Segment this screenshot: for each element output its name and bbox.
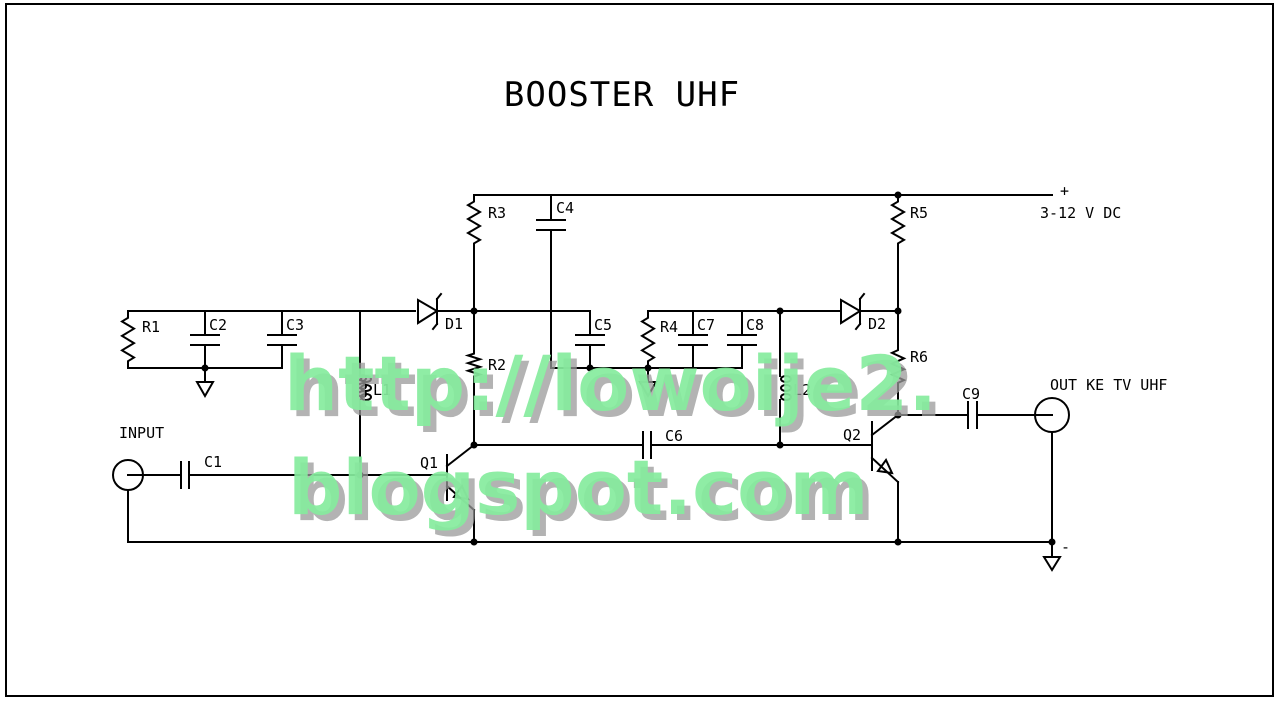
capacitor-c3: C3 bbox=[267, 310, 304, 369]
svg-text:C5: C5 bbox=[594, 316, 612, 334]
svg-text:C2: C2 bbox=[209, 316, 227, 334]
svg-text:Q1: Q1 bbox=[420, 454, 438, 472]
output-connector: OUT KE TV UHF bbox=[1034, 376, 1167, 433]
capacitor-c5: C5 bbox=[575, 310, 612, 369]
svg-text:C4: C4 bbox=[556, 199, 574, 217]
svg-text:C1: C1 bbox=[204, 453, 222, 471]
svg-text:C3: C3 bbox=[286, 316, 304, 334]
diagram-title: BOOSTER UHF bbox=[504, 75, 740, 115]
svg-text:D2: D2 bbox=[868, 315, 886, 333]
capacitor-c8: C8 bbox=[727, 310, 764, 369]
svg-text:Q2: Q2 bbox=[843, 426, 861, 444]
diagram-border bbox=[5, 3, 1274, 697]
svg-text:R4: R4 bbox=[660, 318, 678, 336]
supply-plus: + bbox=[1060, 182, 1069, 200]
inductor-l2: L2 bbox=[780, 375, 811, 401]
svg-text:INPUT: INPUT bbox=[119, 424, 164, 442]
capacitor-c2: C2 bbox=[190, 310, 227, 369]
resistor-r4: R4 bbox=[640, 310, 678, 369]
svg-text:C7: C7 bbox=[697, 316, 715, 334]
capacitor-c1: C1 bbox=[180, 453, 222, 489]
resistor-r1: R1 bbox=[120, 310, 160, 369]
diode-d2: D2 bbox=[840, 292, 886, 333]
svg-text:blogspot.com: blogspot.com bbox=[288, 443, 869, 532]
watermark: http://lowoije2. blogspot.com http://low… bbox=[284, 339, 943, 538]
svg-text:http://lowoije2.: http://lowoije2. bbox=[290, 345, 943, 434]
svg-text:C9: C9 bbox=[962, 385, 980, 403]
svg-text:R3: R3 bbox=[488, 204, 506, 222]
capacitor-c7: C7 bbox=[678, 310, 715, 369]
supply-voltage-label: 3-12 V DC bbox=[1040, 204, 1121, 222]
wires bbox=[127, 194, 1053, 556]
diode-d1: D1 bbox=[417, 292, 463, 333]
capacitor-c6: C6 bbox=[642, 427, 683, 459]
ground-icon bbox=[195, 367, 215, 399]
svg-text:R2: R2 bbox=[488, 356, 506, 374]
svg-text:http://lowoije2.: http://lowoije2. bbox=[284, 339, 937, 428]
junction-dots bbox=[201, 191, 1056, 546]
supply-minus: - bbox=[1061, 538, 1070, 556]
capacitor-c4: C4 bbox=[536, 194, 574, 369]
svg-text:L2: L2 bbox=[793, 381, 811, 399]
svg-text:L1: L1 bbox=[373, 381, 391, 399]
svg-text:R5: R5 bbox=[910, 204, 928, 222]
svg-text:OUT KE TV UHF: OUT KE TV UHF bbox=[1050, 376, 1167, 394]
svg-text:R6: R6 bbox=[910, 348, 928, 366]
input-connector: INPUT bbox=[112, 424, 164, 491]
resistor-r3: R3 bbox=[466, 194, 506, 251]
capacitor-c9: C9 bbox=[962, 385, 980, 429]
svg-text:C6: C6 bbox=[665, 427, 683, 445]
resistor-r2: R2 bbox=[464, 349, 506, 381]
svg-text:R1: R1 bbox=[142, 318, 160, 336]
svg-text:blogspot.com: blogspot.com bbox=[294, 449, 875, 538]
resistor-r5: R5 bbox=[890, 194, 928, 251]
svg-text:D1: D1 bbox=[445, 315, 463, 333]
svg-text:C8: C8 bbox=[746, 316, 764, 334]
transistor-q1: Q1 bbox=[420, 443, 476, 512]
resistor-r6: R6 bbox=[889, 344, 928, 389]
transistor-q2: Q2 bbox=[843, 413, 900, 484]
inductor-l1: L1 bbox=[358, 374, 391, 401]
ground-icon bbox=[1042, 554, 1062, 572]
